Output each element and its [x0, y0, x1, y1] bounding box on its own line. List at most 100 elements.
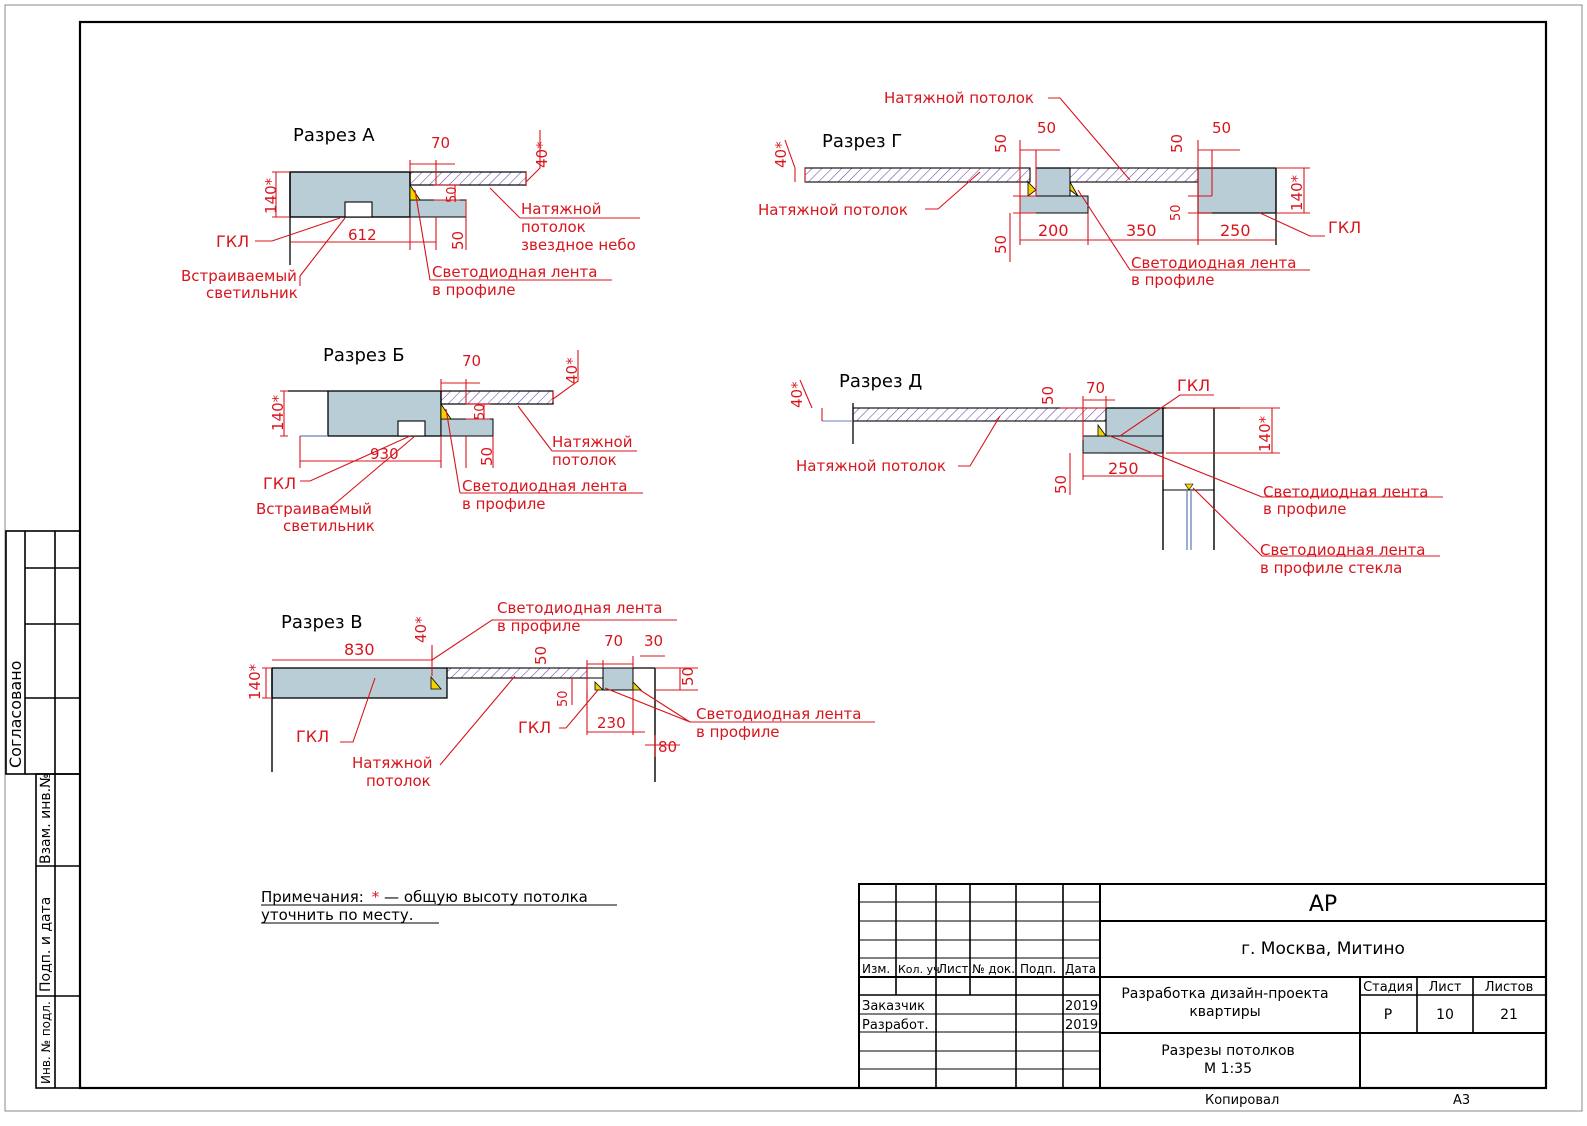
b-label-led2: в профиле: [462, 495, 546, 513]
section-v-annotations: [262, 619, 875, 766]
title-block: [858, 883, 1547, 1089]
section-a: Разрез А: [289, 125, 527, 265]
d-dim-70: 70: [1086, 379, 1105, 397]
b-label-gkl: ГКЛ: [263, 474, 296, 493]
a-dim-50b: 50: [449, 231, 467, 250]
section-d-annotations: [799, 379, 1443, 557]
b-label-ceil2: потолок: [552, 451, 617, 469]
g-label-led1: Светодиодная лента: [1131, 254, 1296, 272]
v-dim-50b: 50: [556, 690, 571, 707]
recessed-lamp: [344, 201, 373, 218]
v-dim-30: 30: [644, 632, 663, 650]
d-dim-50a: 50: [1039, 386, 1057, 405]
g-dim-50a: 50: [992, 134, 1010, 153]
section-g-annotations: [784, 97, 1325, 271]
v-dim-140: 140*: [246, 663, 264, 700]
tb-project1: Разработка дизайн-проекта: [1121, 986, 1328, 1002]
footer-copied: Копировал: [1205, 1093, 1279, 1108]
notes-prefix: Примечания:: [261, 888, 364, 906]
g-label-led2: в профиле: [1131, 271, 1215, 289]
tb-h-izm: Изм.: [862, 962, 890, 976]
section-a-annotations: [255, 130, 640, 286]
v-label-led-top2: в профиле: [497, 617, 581, 635]
a-dim-50a: 50: [445, 186, 460, 203]
v-label-gkl1: ГКЛ: [296, 727, 329, 746]
tb-sheets: 21: [1500, 1007, 1518, 1023]
d-dim-50b: 50: [1052, 475, 1070, 494]
v-dim-50c: 50: [679, 667, 697, 686]
g-label-ceil-top: Натяжной потолок: [884, 89, 1034, 107]
a-dim-140: 140*: [262, 177, 280, 214]
v-label-led1: Светодиодная лента: [696, 705, 861, 723]
b-dim-50b: 50: [478, 447, 496, 466]
g-dim-250: 250: [1220, 221, 1251, 240]
stamp-sign-date: Подп. и дата: [38, 897, 54, 992]
g-dim-50f: 50: [992, 235, 1010, 254]
notes-rest: — общую высоту потолка: [379, 888, 588, 906]
d-label-ceil: Натяжной потолок: [796, 457, 946, 475]
a-label-ceil1: Натяжной: [521, 200, 601, 218]
g-dim-40: 40*: [772, 141, 790, 168]
tb-h-sign: Подп.: [1020, 962, 1056, 976]
section-v-title: Разрез В: [281, 612, 363, 633]
tb-drawing1: Разрезы потолков: [1161, 1043, 1295, 1059]
section-a-title: Разрез А: [293, 125, 375, 146]
g-label-ceil-left: Натяжной потолок: [758, 201, 908, 219]
d-label-glass1: Светодиодная лента: [1260, 541, 1425, 559]
tb-h-list: Лист: [938, 962, 968, 976]
g-dim-200: 200: [1038, 221, 1069, 240]
tb-sheets-h: Листов: [1485, 980, 1534, 995]
tb-code: АР: [1309, 892, 1337, 917]
a-label-ceil3: звездное небо: [521, 236, 636, 254]
b-label-lamp1: Встраиваемый: [256, 500, 372, 518]
a-label-lamp2: светильник: [206, 284, 298, 302]
tb-row2-date: 2019: [1065, 1018, 1098, 1033]
a-label-led2: в профиле: [432, 281, 516, 299]
b-dim-140: 140*: [269, 394, 287, 431]
v-label-ceil1: Натяжной: [352, 754, 432, 772]
v-label-led2: в профиле: [696, 723, 780, 741]
d-label-led1: Светодиодная лента: [1263, 483, 1428, 501]
v-dim-40: 40*: [412, 616, 430, 643]
tb-stage-h: Стадия: [1363, 980, 1413, 995]
page-border: [4, 4, 1583, 1112]
tb-row2-role: Разработ.: [862, 1018, 929, 1033]
stretch-ceiling: [804, 167, 1031, 183]
b-label-ceil1: Натяжной: [552, 433, 632, 451]
tb-h-date: Дата: [1065, 962, 1096, 976]
g-dim-350: 350: [1126, 221, 1157, 240]
stamp-agreed: Согласовано: [6, 661, 25, 768]
stretch-ceiling: [852, 407, 1107, 422]
b-dim-70: 70: [462, 352, 481, 370]
d-label-led2: в профиле: [1263, 500, 1347, 518]
a-label-ceil2: потолок: [521, 218, 586, 236]
v-label-gkl2: ГКЛ: [518, 718, 551, 737]
stamp-inv-orig: Инв. № подл.: [39, 1001, 53, 1084]
a-label-gkl: ГКЛ: [216, 232, 249, 251]
tb-stage: Р: [1384, 1007, 1392, 1023]
notes-star: *: [372, 888, 380, 906]
b-label-led1: Светодиодная лента: [462, 477, 627, 495]
side-stamp: [5, 530, 81, 1089]
b-dim-40: 40*: [563, 357, 581, 384]
tb-h-doc: № док.: [972, 962, 1015, 976]
tb-location: г. Москва, Митино: [1241, 939, 1405, 959]
g-label-gkl: ГКЛ: [1328, 218, 1361, 237]
b-label-lamp2: светильник: [283, 517, 375, 535]
a-dim-40: 40*: [533, 141, 551, 168]
d-dim-140: 140*: [1256, 415, 1274, 452]
d-dim-40: 40*: [788, 381, 806, 408]
tb-row1-role: Заказчик: [862, 999, 925, 1014]
tb-drawing2: М 1:35: [1204, 1061, 1252, 1077]
v-label-led-top1: Светодиодная лента: [497, 599, 662, 617]
a-label-lamp1: Встраиваемый: [181, 267, 297, 285]
g-dim-50c: 50: [1168, 134, 1186, 153]
section-b: Разрез Б: [288, 345, 554, 437]
tb-h-kol: Кол. уч: [898, 963, 940, 976]
a-label-led1: Светодиодная лента: [432, 263, 597, 281]
footer-format: А3: [1453, 1093, 1470, 1108]
recessed-lamp: [397, 420, 426, 437]
a-dim-70: 70: [431, 134, 450, 152]
a-dim-612: 612: [348, 226, 377, 244]
